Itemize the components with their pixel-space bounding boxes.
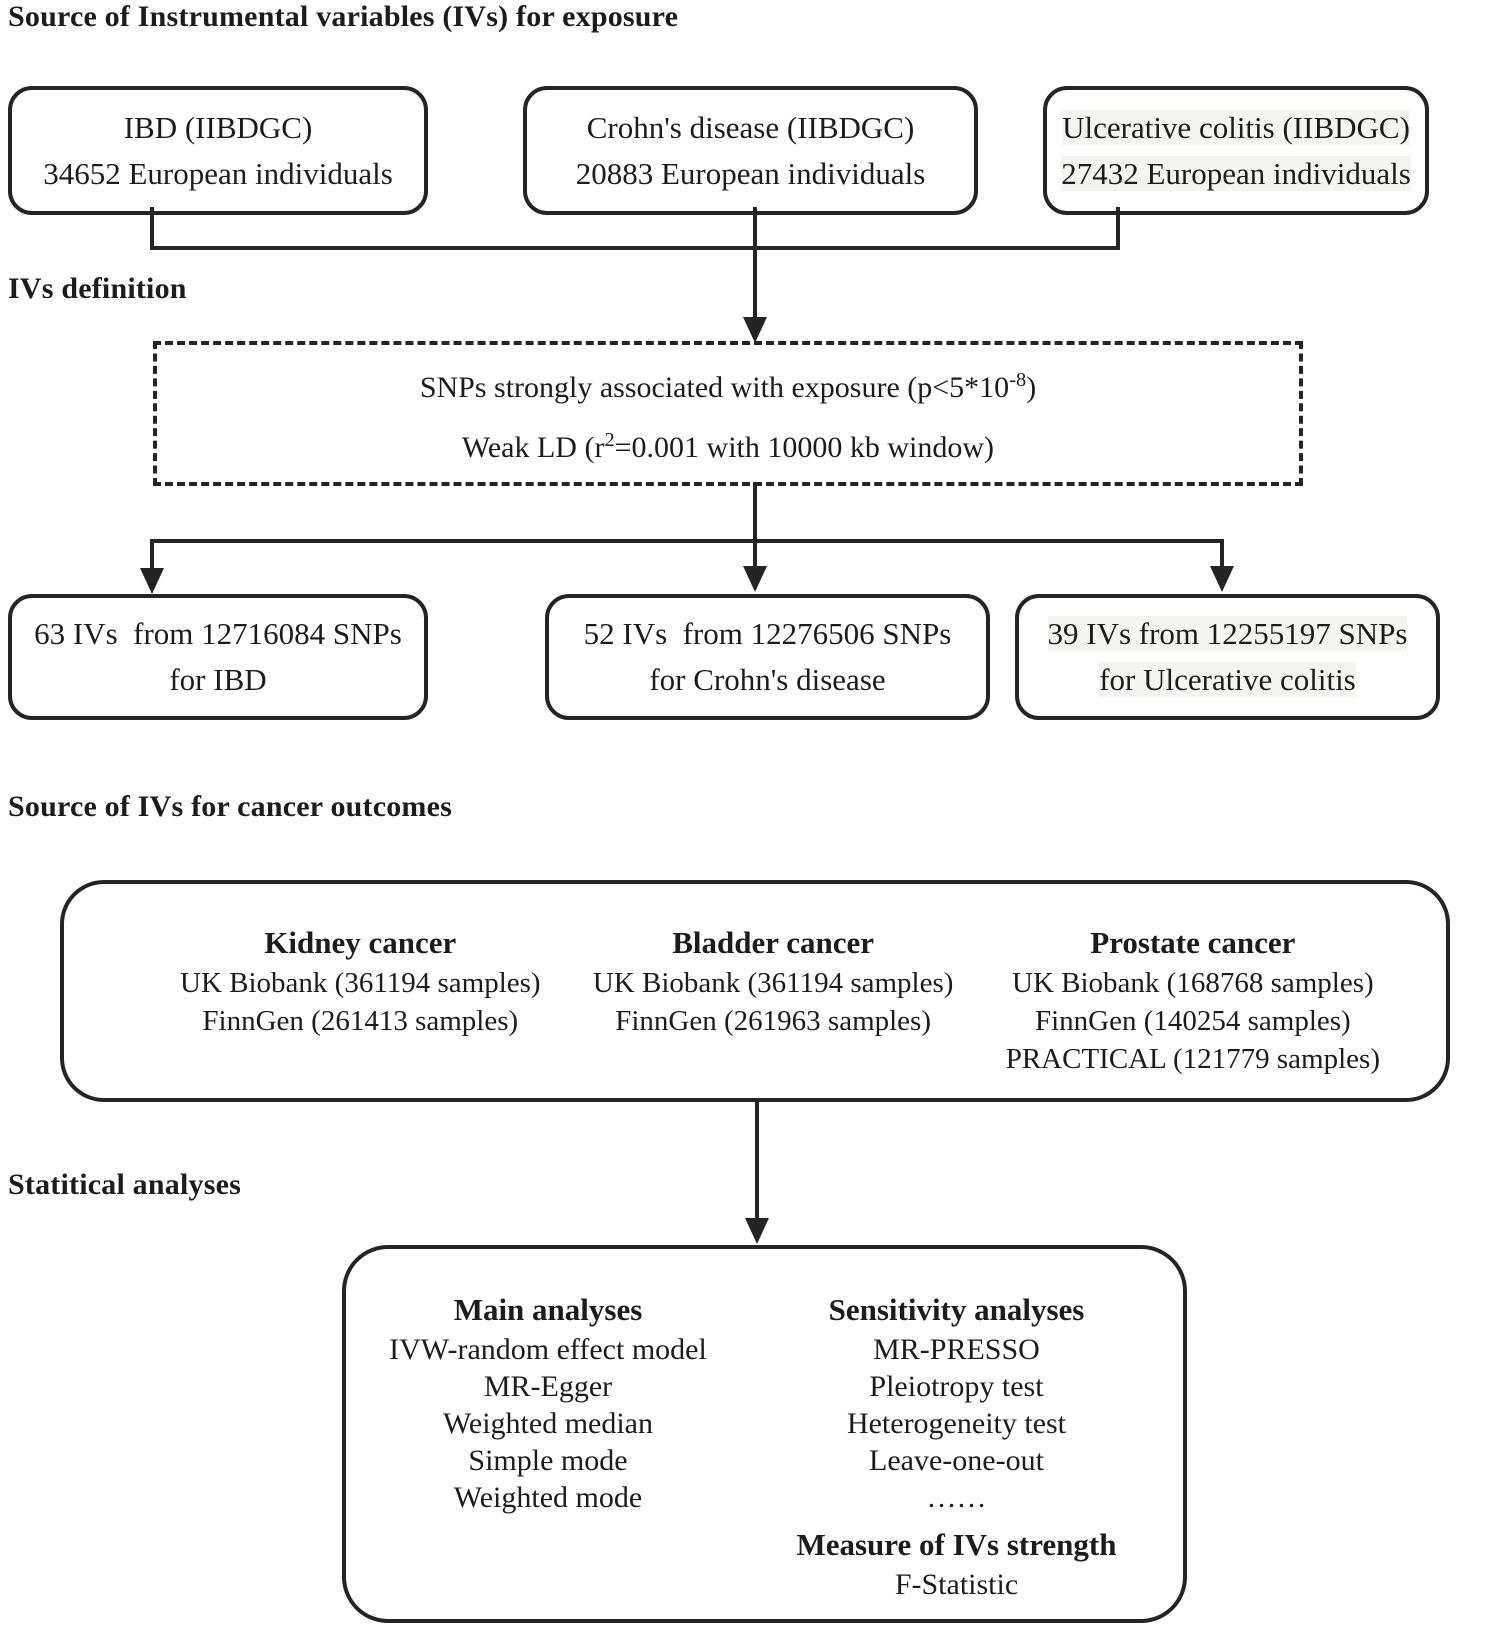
connector-line bbox=[150, 246, 1120, 250]
definition-line1: SNPs strongly associated with exposure (… bbox=[420, 354, 1036, 414]
arrow-down-icon bbox=[1210, 566, 1234, 592]
connector-line bbox=[1220, 539, 1224, 568]
statistical-analyses-box: Main analyses IVW-random effect model MR… bbox=[342, 1245, 1187, 1623]
outcomes-column-kidney: Kidney cancer UK Biobank (361194 samples… bbox=[180, 922, 541, 1078]
arrow-down-icon bbox=[745, 1218, 769, 1244]
sensitivity-analyses-item: Pleiotropy test bbox=[869, 1370, 1044, 1403]
iv-box-crohns-line1: 52 IVs from 12276506 SNPs bbox=[583, 616, 952, 651]
exposure-box-crohns-line1: Crohn's disease (IIBDGC) bbox=[586, 109, 915, 145]
iv-box-ulcerative-colitis: 39 IVs from 12255197 SNPs for Ulcerative… bbox=[1015, 594, 1440, 720]
sensitivity-analyses-item: Heterogeneity test bbox=[846, 1407, 1067, 1440]
main-analyses-title: Main analyses bbox=[453, 1292, 643, 1327]
arrow-down-icon bbox=[743, 317, 767, 343]
main-analyses-column: Main analyses IVW-random effect model MR… bbox=[356, 1289, 740, 1609]
definition-line2-superscript: 2 bbox=[604, 428, 615, 451]
exposure-box-ulcerative-colitis: Ulcerative colitis (IIBDGC) 27432 Europe… bbox=[1043, 86, 1429, 215]
sensitivity-analyses-item: MR-PRESSO bbox=[873, 1333, 1040, 1366]
definition-line2-close: =0.001 with 10000 kb window) bbox=[614, 430, 995, 464]
bladder-source-1: UK Biobank (361194 samples) bbox=[592, 967, 954, 999]
kidney-source-1: UK Biobank (361194 samples) bbox=[180, 967, 541, 999]
sensitivity-analyses-ellipsis: …… bbox=[926, 1481, 987, 1514]
prostate-source-1: UK Biobank (168768 samples) bbox=[1012, 967, 1374, 999]
iv-box-ibd-line2: for IBD bbox=[169, 662, 267, 697]
connector-line bbox=[753, 482, 757, 543]
ivs-strength-title: Measure of IVs strength bbox=[796, 1527, 1117, 1562]
definition-line2: Weak LD (r2=0.001 with 10000 kb window) bbox=[462, 414, 994, 474]
iv-box-crohns: 52 IVs from 12276506 SNPs for Crohn's di… bbox=[545, 594, 990, 720]
exposure-box-ibd-line1: IBD (IIBDGC) bbox=[123, 109, 313, 145]
connector-line bbox=[753, 207, 757, 319]
connector-line bbox=[1116, 207, 1120, 250]
arrow-down-icon bbox=[743, 566, 767, 592]
prostate-cancer-title: Prostate cancer bbox=[1090, 925, 1296, 960]
iv-box-uc-line1: 39 IVs from 12255197 SNPs bbox=[1047, 616, 1408, 651]
exposure-section-heading: Source of Instrumental variables (IVs) f… bbox=[8, 0, 679, 33]
analyses-section-heading: Statitical analyses bbox=[8, 1168, 241, 1201]
arrow-down-icon bbox=[140, 568, 164, 594]
iv-box-ibd-line1: 63 IVs from 12716084 SNPs bbox=[34, 616, 402, 651]
exposure-box-uc-line2: 27432 European individuals bbox=[1061, 155, 1411, 191]
ivs-definition-heading: IVs definition bbox=[8, 272, 187, 305]
ivs-definition-box: SNPs strongly associated with exposure (… bbox=[153, 341, 1303, 486]
prostate-source-2: FinnGen (140254 samples) bbox=[1034, 1005, 1351, 1037]
main-analyses-item: IVW-random effect model bbox=[389, 1333, 707, 1366]
bladder-cancer-title: Bladder cancer bbox=[672, 925, 875, 960]
exposure-box-ibd: IBD (IIBDGC) 34652 European individuals bbox=[8, 86, 428, 215]
connector-line bbox=[150, 539, 1224, 543]
outcomes-section-heading: Source of IVs for cancer outcomes bbox=[8, 790, 453, 823]
exposure-box-uc-line1: Ulcerative colitis (IIBDGC) bbox=[1062, 109, 1410, 145]
outcomes-column-prostate: Prostate cancer UK Biobank (168768 sampl… bbox=[1006, 922, 1380, 1078]
definition-line1-superscript: -8 bbox=[1009, 368, 1027, 391]
sensitivity-analyses-column: Sensitivity analyses MR-PRESSO Pleiotrop… bbox=[740, 1289, 1173, 1609]
exposure-box-ibd-line2: 34652 European individuals bbox=[43, 155, 393, 191]
main-analyses-item: Simple mode bbox=[468, 1444, 628, 1477]
exposure-box-crohns-line2: 20883 European individuals bbox=[575, 155, 926, 191]
prostate-source-3: PRACTICAL (121779 samples) bbox=[1005, 1043, 1380, 1075]
exposure-box-crohns: Crohn's disease (IIBDGC) 20883 European … bbox=[523, 86, 978, 215]
main-analyses-item: MR-Egger bbox=[483, 1370, 613, 1403]
main-analyses-item: Weighted mode bbox=[453, 1481, 643, 1514]
cancer-outcomes-box: Kidney cancer UK Biobank (361194 samples… bbox=[60, 880, 1450, 1102]
connector-line bbox=[150, 539, 154, 570]
sensitivity-analyses-item: Leave-one-out bbox=[869, 1444, 1044, 1477]
sensitivity-analyses-title: Sensitivity analyses bbox=[828, 1292, 1085, 1327]
connector-line bbox=[755, 1102, 759, 1220]
connector-line bbox=[150, 207, 154, 250]
connector-line bbox=[753, 539, 757, 568]
ivs-strength-item: F-Statistic bbox=[894, 1568, 1019, 1601]
main-analyses-item: Weighted median bbox=[442, 1407, 653, 1440]
definition-line2-text: Weak LD (r bbox=[461, 430, 605, 464]
outcomes-column-bladder: Bladder cancer UK Biobank (361194 sample… bbox=[593, 922, 954, 1078]
definition-line1-close: ) bbox=[1026, 370, 1037, 404]
bladder-source-2: FinnGen (261963 samples) bbox=[615, 1005, 931, 1037]
iv-box-uc-line2: for Ulcerative colitis bbox=[1099, 662, 1356, 697]
definition-line1-text: SNPs strongly associated with exposure (… bbox=[419, 370, 1010, 404]
iv-box-crohns-line2: for Crohn's disease bbox=[649, 662, 886, 697]
iv-box-ibd: 63 IVs from 12716084 SNPs for IBD bbox=[8, 594, 428, 720]
kidney-cancer-title: Kidney cancer bbox=[264, 925, 457, 960]
kidney-source-2: FinnGen (261413 samples) bbox=[202, 1005, 519, 1037]
